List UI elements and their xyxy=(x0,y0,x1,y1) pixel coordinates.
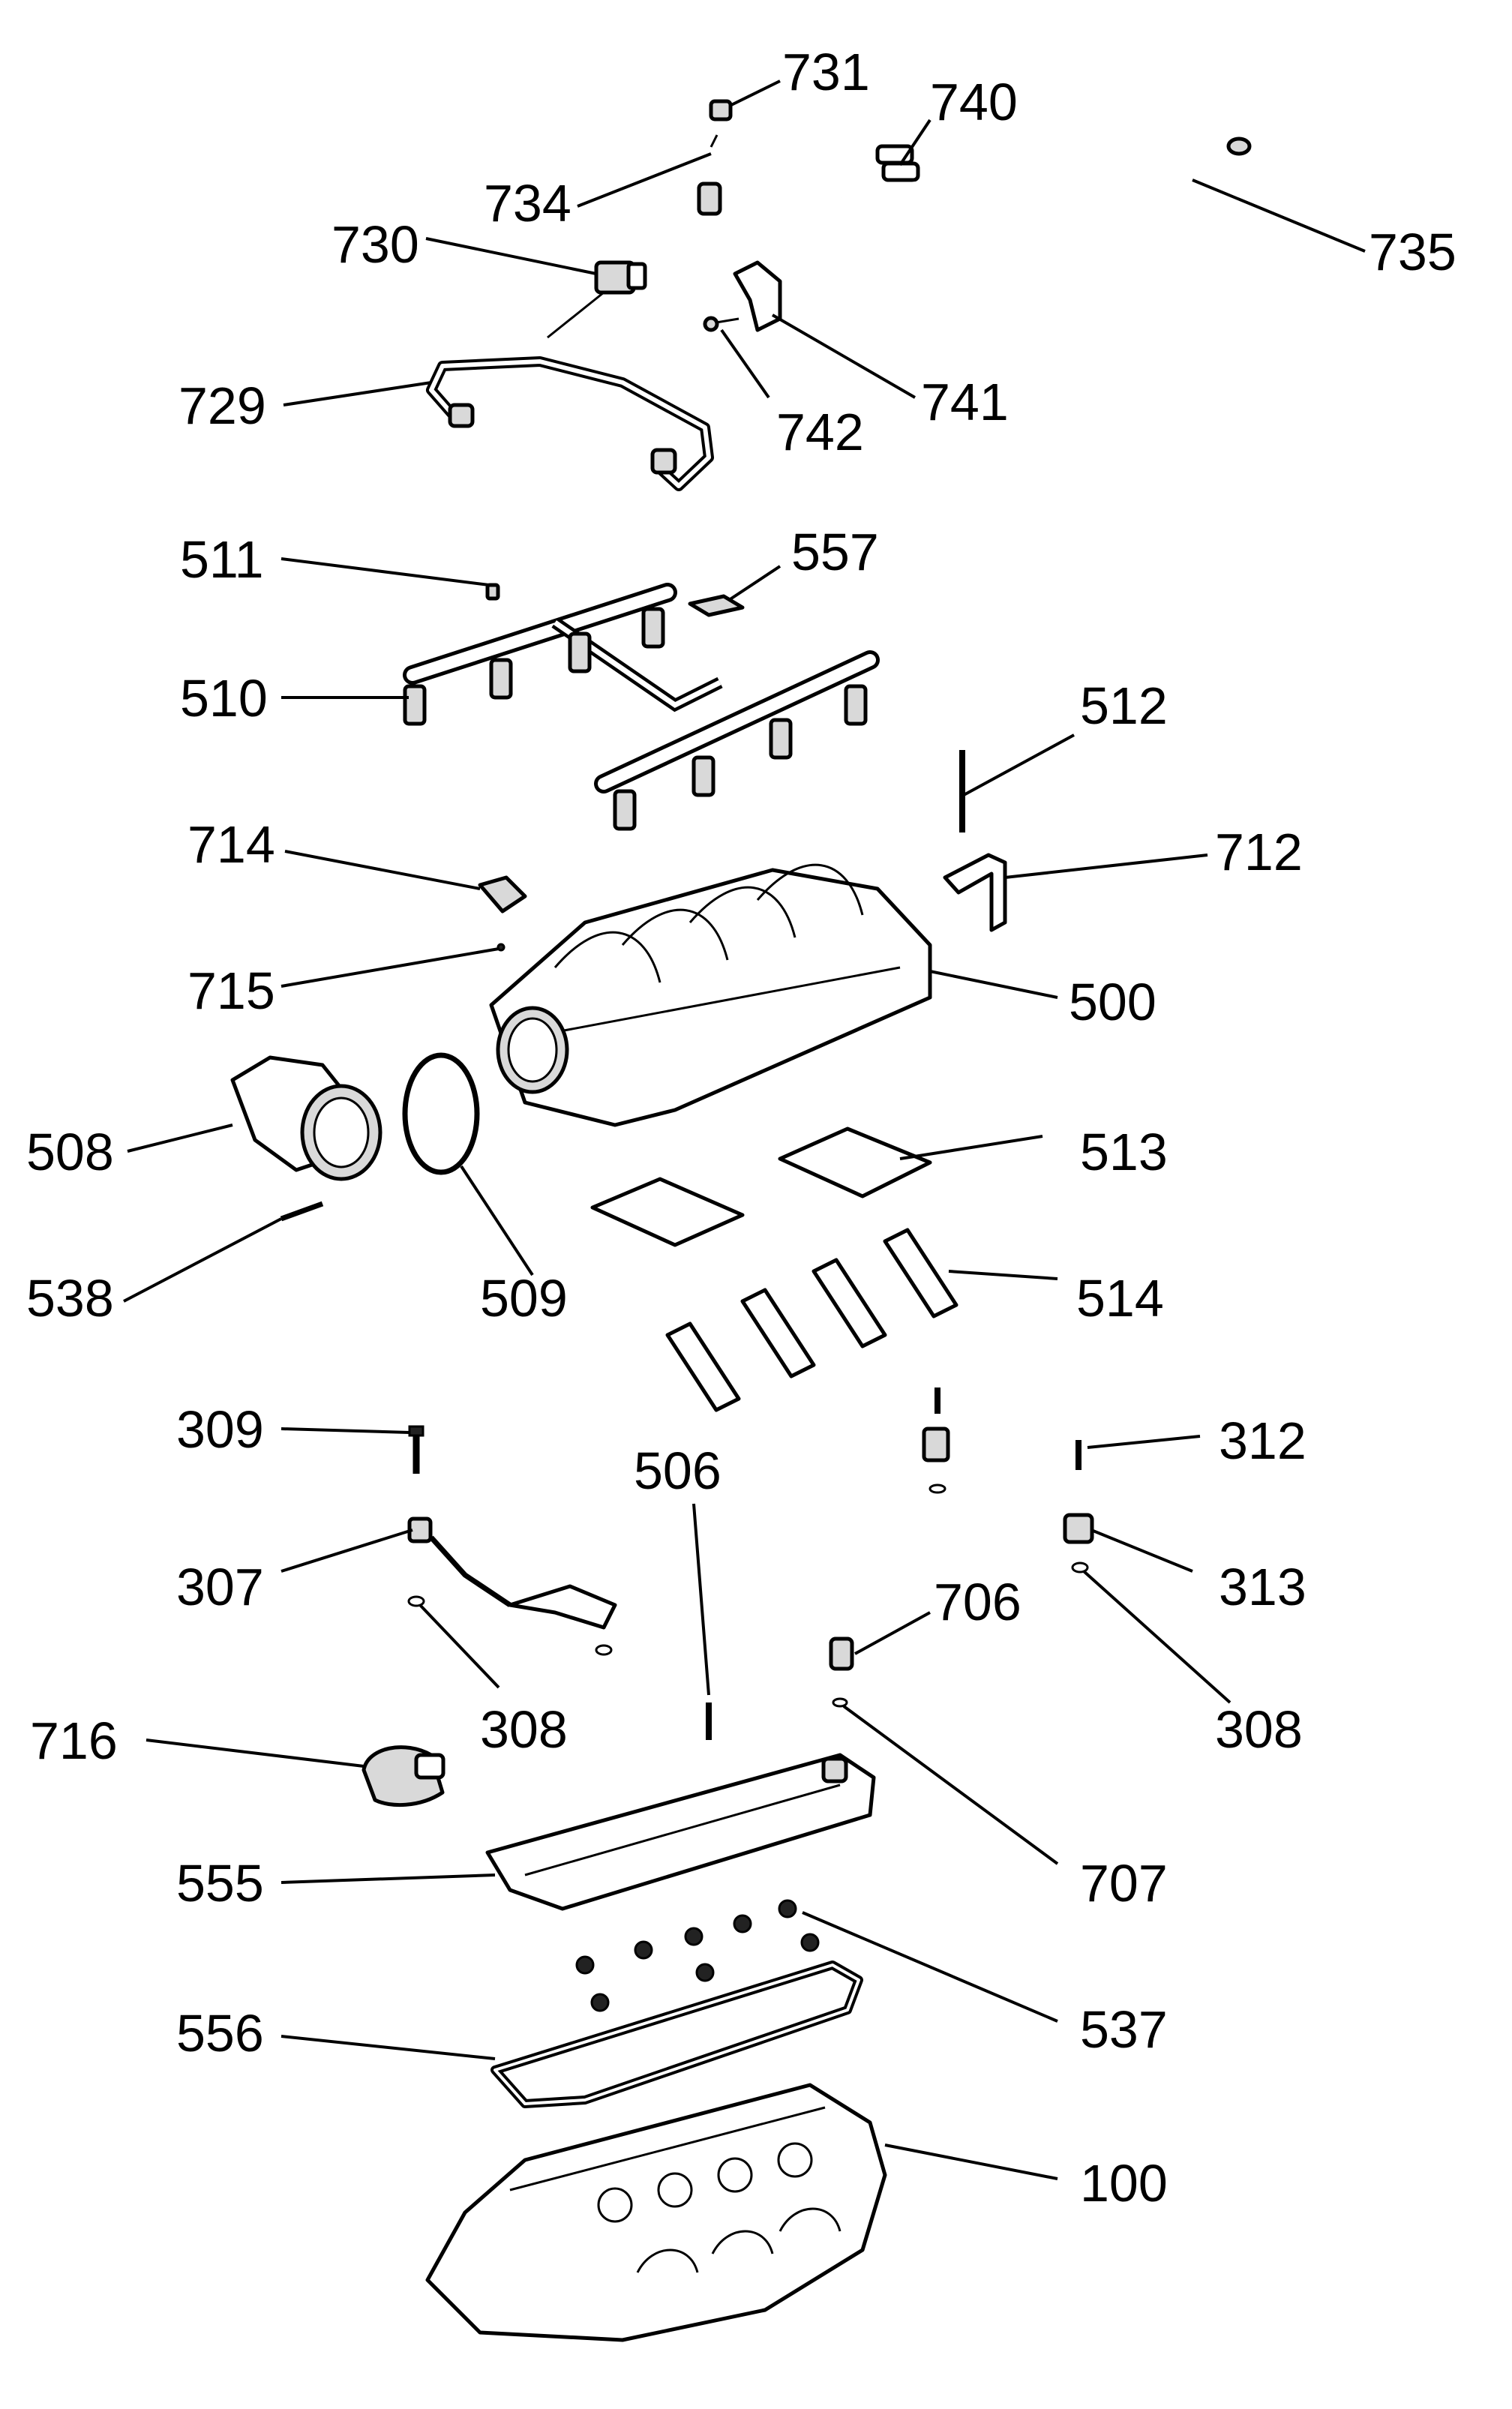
part-514-port-gaskets xyxy=(665,1228,958,1412)
label-512: 512 xyxy=(1080,676,1168,735)
part-313-sensor xyxy=(1063,1513,1094,1544)
part-735-fuel-feed-pipe xyxy=(697,136,1252,280)
part-500-intake-manifold xyxy=(489,863,932,1127)
label-730: 730 xyxy=(332,215,419,274)
part-729-fuel-pipe xyxy=(426,356,714,491)
part-538-bolt xyxy=(280,1201,324,1222)
part-509-gasket xyxy=(402,1052,480,1175)
part-715-bolt xyxy=(496,943,506,952)
label-716: 716 xyxy=(30,1712,118,1770)
label-514: 514 xyxy=(1076,1269,1164,1328)
label-307: 307 xyxy=(176,1558,264,1616)
part-307-sensor-harness xyxy=(407,1516,617,1656)
label-313: 313 xyxy=(1219,1558,1306,1616)
label-508: 508 xyxy=(26,1123,114,1181)
label-741: 741 xyxy=(921,373,1009,431)
part-labels: 731 740 734 730 735 729 742 741 511 557 … xyxy=(26,43,1456,2212)
part-734-seal xyxy=(710,134,718,148)
part-557-clip xyxy=(688,594,745,617)
label-537: 537 xyxy=(1080,2000,1168,2059)
part-556-valley-cover-gasket xyxy=(490,1960,863,2108)
label-510: 510 xyxy=(180,669,268,728)
label-100: 100 xyxy=(1080,2154,1168,2212)
label-707: 707 xyxy=(1080,1854,1168,1912)
label-735: 735 xyxy=(1369,223,1456,281)
part-bolt-upper-right xyxy=(922,1388,950,1494)
part-510-fuel-rail-and-injectors xyxy=(403,583,880,831)
part-707-seal xyxy=(832,1697,848,1708)
label-513: 513 xyxy=(1080,1123,1168,1181)
label-714: 714 xyxy=(188,815,275,874)
part-555-valley-cover xyxy=(485,1753,876,1911)
label-308-left: 308 xyxy=(480,1700,568,1759)
part-740-clips xyxy=(875,144,920,182)
label-740: 740 xyxy=(930,73,1018,131)
label-742: 742 xyxy=(776,403,864,461)
label-729: 729 xyxy=(178,376,266,435)
label-511: 511 xyxy=(180,530,264,589)
part-742-bolt xyxy=(703,316,740,332)
part-508-throttle-body xyxy=(230,1055,382,1181)
part-741-bracket xyxy=(733,260,782,332)
part-309-bolt xyxy=(408,1425,424,1474)
label-309: 309 xyxy=(176,1400,264,1459)
part-308-seal-left xyxy=(407,1595,425,1607)
label-556: 556 xyxy=(176,2004,264,2062)
label-712: 712 xyxy=(1215,823,1303,881)
label-557: 557 xyxy=(791,523,879,581)
leader-lines xyxy=(123,80,1366,2180)
label-555: 555 xyxy=(176,1854,264,1912)
label-715: 715 xyxy=(188,962,275,1020)
part-716-fitting xyxy=(362,1745,446,1808)
part-731-cap xyxy=(709,99,733,122)
part-513-insulators xyxy=(590,1126,932,1247)
label-500: 500 xyxy=(1069,973,1156,1031)
part-714-sensor xyxy=(478,875,527,914)
label-731: 731 xyxy=(782,43,870,101)
part-511-bolt xyxy=(485,583,500,601)
label-312: 312 xyxy=(1219,1412,1306,1470)
part-308-seal-right xyxy=(1071,1562,1089,1574)
part-706-sensor xyxy=(829,1636,854,1671)
label-509: 509 xyxy=(480,1269,568,1328)
label-308-right: 308 xyxy=(1215,1700,1303,1759)
label-538: 538 xyxy=(26,1269,114,1328)
part-100-engine-block xyxy=(425,2083,887,2342)
label-706: 706 xyxy=(934,1573,1022,1631)
part-712-bracket xyxy=(943,853,1007,932)
label-734: 734 xyxy=(484,174,572,232)
part-730-fuel-pressure-regulator xyxy=(547,260,647,339)
part-537-seals xyxy=(575,1899,820,2012)
label-506: 506 xyxy=(634,1442,722,1500)
